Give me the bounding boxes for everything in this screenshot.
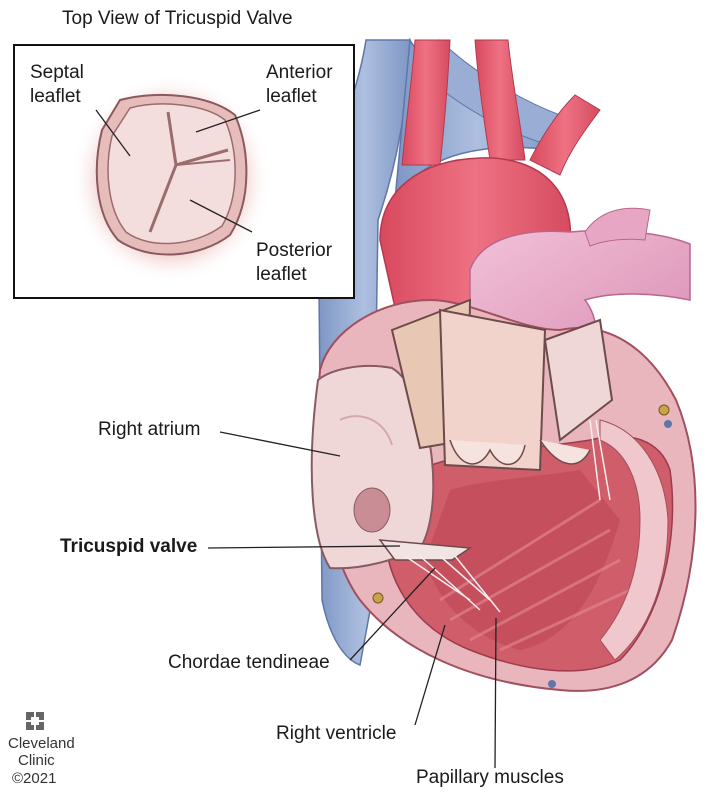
septal-leaflet-label-line1: Septal [30,62,84,84]
chordae-tendineae-label: Chordae tendineae [168,652,330,674]
posterior-leaflet-label-line2: leaflet [256,264,307,286]
anterior-leaflet-label-line2: leaflet [266,86,317,108]
tricuspid-valve-label: Tricuspid valve [60,536,197,558]
anterior-leaflet-label-line1: Anterior [266,62,333,84]
cleveland-clinic-logo-icon [26,712,44,730]
copyright: ©2021 [12,770,56,787]
brand-name-line2: Clinic [18,752,55,769]
septal-leaflet-label-line2: leaflet [30,86,81,108]
posterior-leaflet-label-line1: Posterior [256,240,332,262]
right-ventricle-label: Right ventricle [276,723,396,745]
brand-name-line1: Cleveland [8,735,75,752]
papillary-muscles-label: Papillary muscles [416,767,564,789]
right-atrium-label: Right atrium [98,419,200,441]
inset-title: Top View of Tricuspid Valve [62,8,293,30]
